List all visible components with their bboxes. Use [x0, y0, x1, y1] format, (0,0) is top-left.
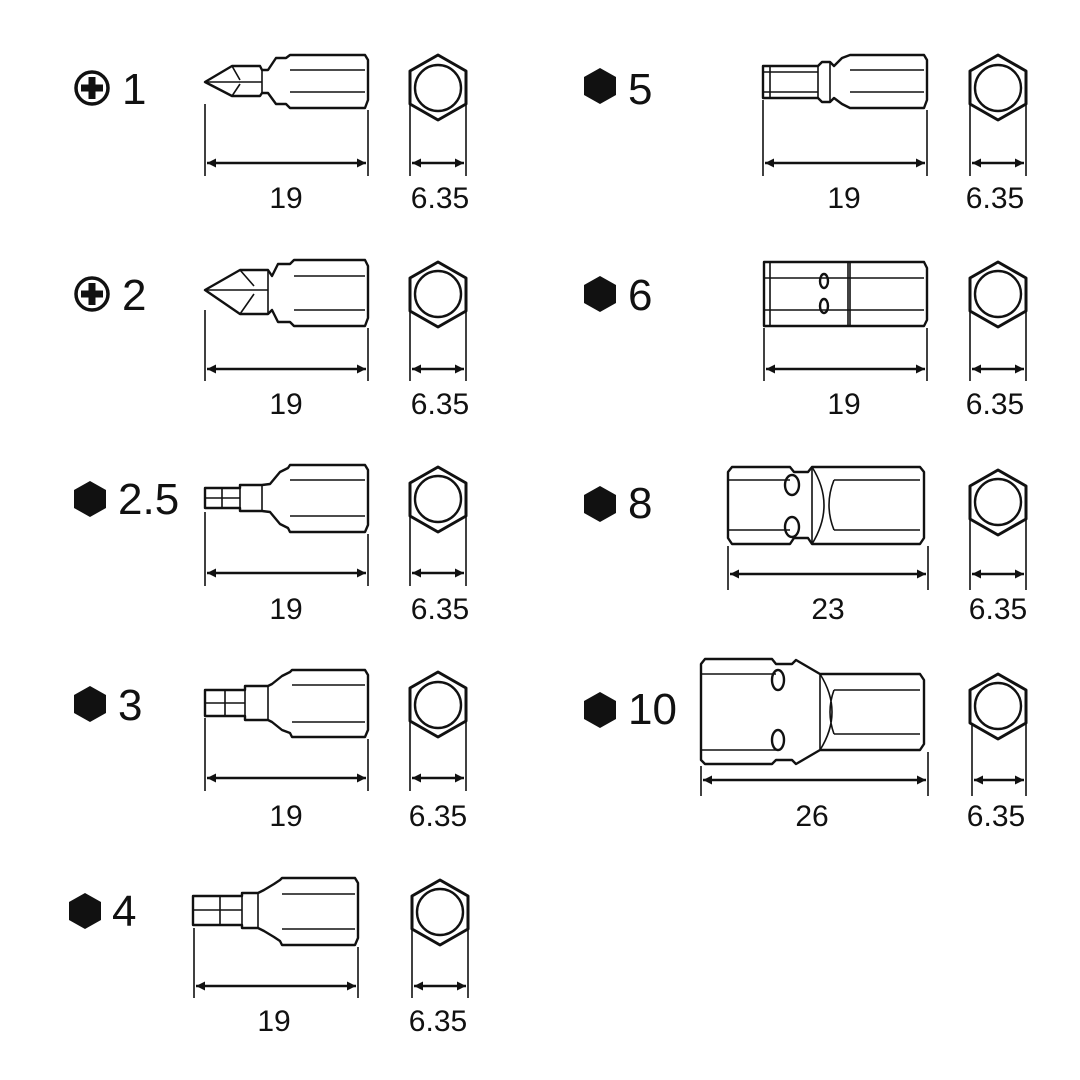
bit-h8: 8 23 6.35 — [584, 465, 1028, 626]
hex-label: 6.35 — [409, 800, 467, 833]
hex-label: 6.35 — [966, 182, 1024, 215]
hex-symbol-icon — [74, 481, 106, 517]
hex-symbol-icon — [584, 68, 616, 104]
bit-side-view — [203, 258, 370, 328]
size-label: 2 — [122, 271, 146, 320]
length-dimension: 19 — [193, 928, 359, 1038]
hex-end-view — [968, 260, 1028, 329]
hex-label: 6.35 — [411, 593, 469, 626]
hex-end-view — [408, 465, 468, 534]
hex-label: 6.35 — [411, 388, 469, 421]
bit-ph1: 1 19 6.35 — [74, 53, 469, 215]
hex-dimension: 6.35 — [409, 929, 469, 1038]
hex-dimension: 6.35 — [966, 104, 1027, 215]
length-dimension: 19 — [204, 512, 369, 626]
bit-side-view — [762, 260, 929, 328]
hex-dimension: 6.35 — [409, 311, 469, 421]
hex-symbol-icon — [584, 486, 616, 522]
hex-dimension: 6.35 — [967, 723, 1027, 833]
hex-label: 6.35 — [967, 800, 1025, 833]
bit-h5: 5 19 6.35 — [584, 53, 1028, 215]
size-label: 2.5 — [118, 475, 179, 524]
length-dimension: 19 — [204, 104, 369, 215]
hex-symbol-icon — [584, 276, 616, 312]
bit-side-view — [191, 876, 360, 947]
bit-side-view — [726, 465, 926, 546]
hex-dimension: 6.35 — [409, 104, 469, 215]
length-dimension: 19 — [763, 328, 928, 421]
hex-label: 6.35 — [409, 1005, 467, 1038]
bit-side-view — [203, 53, 370, 110]
length-dimension: 26 — [700, 752, 929, 833]
size-label: 10 — [628, 685, 677, 734]
bit-h3: 3 19 6.35 — [74, 668, 468, 833]
length-dimension: 23 — [727, 546, 929, 626]
length-dimension: 19 — [204, 718, 369, 833]
bit-side-view — [761, 53, 929, 110]
hex-end-view — [968, 53, 1028, 122]
hex-end-view — [968, 468, 1028, 537]
phillips-symbol-icon — [74, 70, 110, 106]
hex-end-view — [410, 878, 470, 947]
length-label: 26 — [795, 800, 828, 833]
hex-end-view — [408, 670, 468, 739]
hex-label: 6.35 — [969, 593, 1027, 626]
size-label: 6 — [628, 271, 652, 320]
hex-symbol-icon — [584, 692, 616, 728]
hex-dimension: 6.35 — [969, 519, 1027, 626]
bit-h4: 4 19 6.35 — [69, 876, 470, 1038]
hex-label: 6.35 — [411, 182, 469, 215]
hex-label: 6.35 — [966, 388, 1024, 421]
length-label: 19 — [269, 800, 302, 833]
bit-h2_5: 2.5 19 6.35 — [74, 463, 469, 626]
size-label: 3 — [118, 681, 142, 730]
size-label: 8 — [628, 479, 652, 528]
length-label: 19 — [827, 388, 860, 421]
length-label: 19 — [257, 1005, 290, 1038]
bit-side-view — [699, 657, 926, 766]
length-label: 19 — [827, 182, 860, 215]
bit-ph2: 2 19 6.35 — [74, 258, 469, 421]
size-label: 4 — [112, 887, 136, 936]
bit-h6: 6 19 6.35 — [584, 260, 1028, 421]
length-label: 19 — [269, 593, 302, 626]
hex-end-view — [408, 53, 468, 122]
length-dimension: 19 — [204, 310, 369, 421]
size-label: 5 — [628, 65, 652, 114]
length-label: 19 — [269, 388, 302, 421]
length-label: 23 — [811, 593, 844, 626]
hex-dimension: 6.35 — [409, 516, 469, 626]
bit-h10: 10 26 6.35 — [584, 657, 1028, 833]
hex-end-view — [968, 672, 1028, 741]
hex-symbol-icon — [74, 686, 106, 722]
bit-side-view — [203, 668, 370, 739]
bit-side-view — [203, 463, 370, 534]
length-label: 19 — [269, 182, 302, 215]
hex-dimension: 6.35 — [966, 311, 1027, 421]
hex-dimension: 6.35 — [409, 721, 467, 833]
hex-end-view — [408, 260, 468, 329]
hex-symbol-icon — [69, 893, 101, 929]
phillips-symbol-icon — [74, 276, 110, 312]
length-dimension: 19 — [762, 100, 928, 215]
size-label: 1 — [122, 65, 146, 114]
